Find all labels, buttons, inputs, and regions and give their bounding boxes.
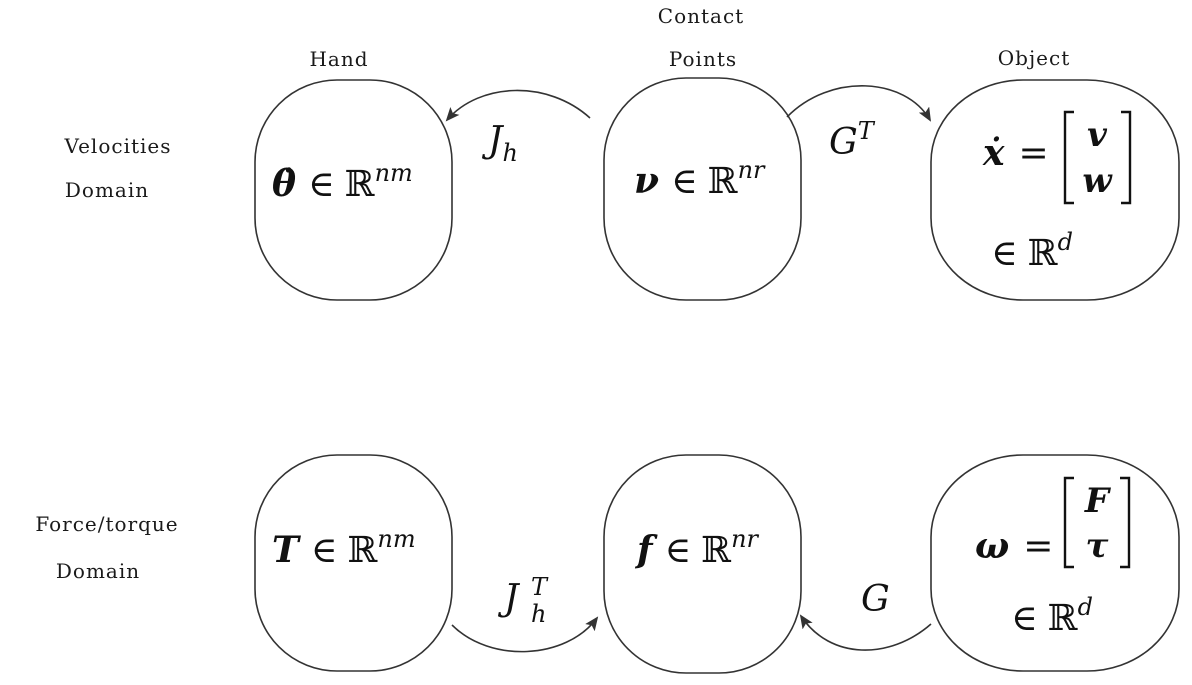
contact-header-line1: Contact bbox=[658, 4, 744, 28]
omega-expression: ω= bbox=[975, 525, 1053, 567]
velocities-label-line1: Velocities bbox=[63, 134, 171, 158]
nu-expression: ν∈ℝnr bbox=[634, 156, 766, 202]
hand-velocity-node bbox=[254, 79, 453, 301]
F-symbol: F bbox=[1084, 481, 1112, 521]
torque-expression: T∈ℝnm bbox=[272, 525, 416, 571]
x-dot-expression: ẋ= bbox=[982, 132, 1049, 174]
hand-torque-node bbox=[254, 454, 453, 672]
jh-label: Jh bbox=[481, 120, 518, 167]
wrench-domain-set: ∈ℝd bbox=[1011, 593, 1093, 639]
theta-dot-expression: θ̇∈ℝnm bbox=[272, 159, 413, 205]
object-header: Object bbox=[998, 46, 1070, 70]
force-label-line1: Force/torque bbox=[35, 512, 178, 536]
velocities-label-line2: Domain bbox=[65, 178, 149, 202]
jht-arrow bbox=[451, 616, 599, 653]
jh-arrow bbox=[445, 89, 591, 122]
velocity-right-bracket bbox=[1121, 110, 1132, 205]
object-wrench-node bbox=[930, 454, 1180, 672]
wrench-left-bracket bbox=[1063, 476, 1074, 569]
contact-velocity-node bbox=[603, 77, 802, 301]
object-velocity-node bbox=[930, 79, 1180, 301]
tau-symbol: τ bbox=[1086, 526, 1109, 566]
contact-header-line2: Points bbox=[669, 47, 737, 71]
g-label: G bbox=[861, 579, 890, 620]
jht-label-sup: T bbox=[531, 573, 549, 601]
force-label-line2: Domain bbox=[56, 559, 140, 583]
hand-header: Hand bbox=[309, 47, 368, 71]
v-symbol: v bbox=[1087, 115, 1108, 155]
velocity-left-bracket bbox=[1063, 110, 1074, 205]
velocity-domain-set: ∈ℝd bbox=[991, 228, 1073, 274]
wrench-right-bracket bbox=[1120, 476, 1131, 569]
contact-force-node bbox=[603, 454, 802, 674]
w-symbol: w bbox=[1082, 161, 1113, 201]
jht-label-base: J bbox=[497, 578, 521, 619]
gt-arrow bbox=[786, 85, 932, 122]
jht-label-sub: h bbox=[531, 600, 546, 628]
g-arrow bbox=[799, 614, 932, 651]
gt-label: GT bbox=[829, 117, 876, 163]
